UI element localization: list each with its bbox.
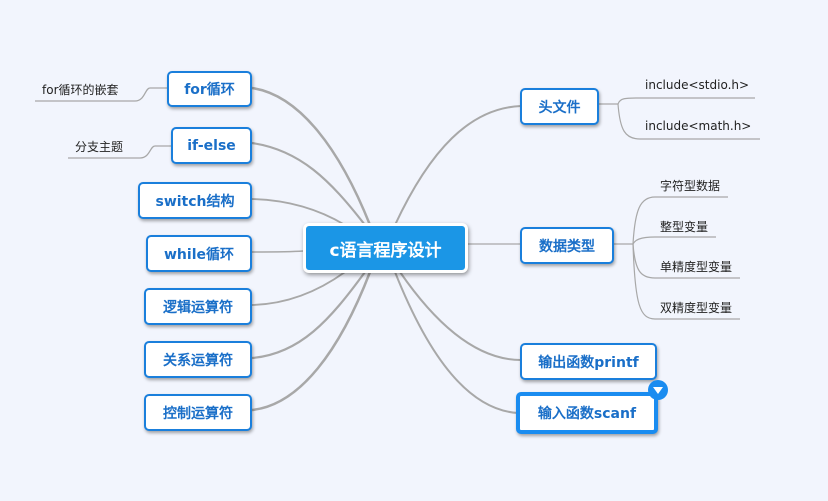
connector-for-sub [35, 87, 168, 102]
connector-root-logic [251, 271, 346, 306]
subtopic-int-variable[interactable]: 整型变量 [660, 220, 709, 234]
connector-root-ifelse [251, 141, 366, 226]
collapse-button[interactable] [648, 380, 668, 400]
connector-ifelse-sub [68, 145, 172, 159]
topic-if-else[interactable]: if-else [171, 127, 252, 164]
root-topic-label: c语言程序设计 [329, 240, 442, 261]
topic-label: 逻辑运算符 [163, 299, 233, 316]
topic-label: 数据类型 [539, 238, 595, 255]
connector-root-printf [399, 271, 522, 361]
connector-datatype-double [632, 243, 740, 320]
topic-label: 输入函数scanf [537, 406, 637, 422]
topic-printf[interactable]: 输出函数printf [520, 343, 657, 380]
root-topic[interactable]: c语言程序设计 [303, 223, 468, 273]
subtopic-float-variable[interactable]: 单精度型变量 [660, 260, 733, 274]
connector-root-scanf [394, 271, 519, 414]
connector-root-for [251, 86, 372, 226]
topic-while-loop[interactable]: while循环 [146, 235, 252, 272]
topic-data-types[interactable]: 数据类型 [520, 227, 614, 264]
topic-label: for循环 [184, 82, 235, 98]
connector-datatype-int [632, 236, 716, 245]
topic-scanf[interactable]: 输入函数scanf [516, 392, 658, 434]
topic-label: 控制运算符 [163, 405, 233, 422]
topic-switch[interactable]: switch结构 [138, 182, 252, 219]
connector-root-while [251, 250, 304, 253]
topic-label: switch结构 [155, 193, 235, 210]
connector-header-stdio [598, 97, 755, 105]
connector-root-header [394, 105, 522, 226]
topic-label: if-else [187, 137, 236, 154]
subtopic-for-nesting[interactable]: for循环的嵌套 [42, 83, 119, 97]
topic-logical-operators[interactable]: 逻辑运算符 [144, 288, 252, 325]
topic-header-files[interactable]: 头文件 [520, 88, 599, 125]
topic-relational-operators[interactable]: 关系运算符 [144, 341, 252, 378]
subtopic-math[interactable]: include<math.h> [645, 119, 752, 133]
topic-control-operators[interactable]: 控制运算符 [144, 394, 252, 431]
subtopic-stdio[interactable]: include<stdio.h> [645, 78, 750, 92]
topic-label: 输出函数printf [538, 354, 639, 371]
subtopic-char-data[interactable]: 字符型数据 [660, 179, 721, 193]
topic-for-loop[interactable]: for循环 [167, 71, 252, 107]
subtopic-branch[interactable]: 分支主题 [75, 140, 124, 154]
topic-label: 关系运算符 [163, 352, 233, 369]
subtopic-double-variable[interactable]: 双精度型变量 [660, 301, 733, 315]
connector-root-control [251, 271, 372, 412]
connector-root-relation [251, 271, 366, 360]
connector-root-switch [251, 198, 346, 226]
topic-label: 头文件 [538, 99, 581, 116]
connector-header-math [617, 103, 760, 140]
topic-label: while循环 [164, 246, 234, 263]
collapse-triangle-icon [653, 386, 663, 394]
